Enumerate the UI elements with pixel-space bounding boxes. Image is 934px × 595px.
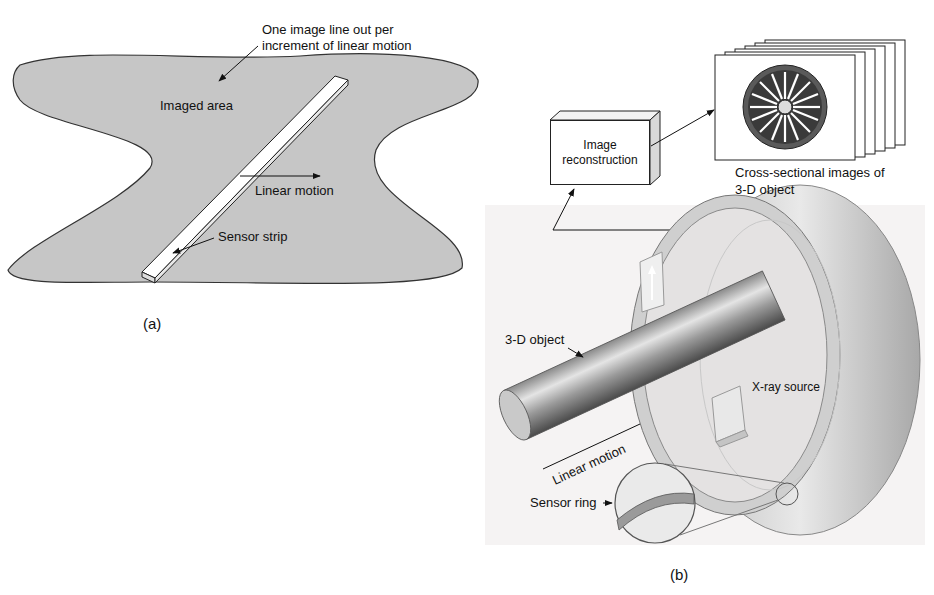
label-text: (a) <box>143 316 161 332</box>
x-ray-source-block <box>712 386 748 447</box>
box-label: Image reconstruction <box>557 138 643 168</box>
label-text: Linear motion <box>255 183 334 199</box>
image-stack-node: Cross-sectional images of 3-D object <box>715 50 905 202</box>
sensor-strip <box>142 76 348 283</box>
label-text: (b) <box>670 567 688 583</box>
box-depth <box>550 111 660 185</box>
motion-arrow <box>240 176 320 177</box>
detector-block <box>640 252 664 312</box>
leader-line <box>603 503 612 504</box>
label-text: X-ray source <box>752 379 820 395</box>
image-stack <box>715 40 905 160</box>
imaged-area <box>8 54 478 284</box>
process-box: Image reconstruction <box>550 120 650 185</box>
object-rod <box>493 271 785 445</box>
leader-line <box>568 348 583 357</box>
caption-text: Cross-sectional images of 3-D object <box>735 164 893 198</box>
label-text: Imaged area <box>160 98 233 114</box>
leader-line <box>173 238 214 253</box>
label-text: Sensor ring <box>530 495 596 511</box>
cross-section-wheel <box>743 65 827 149</box>
leader-line <box>219 46 258 81</box>
label-text: One image line out per increment of line… <box>262 22 440 54</box>
label-text: Sensor strip <box>218 229 287 245</box>
zoom-detail <box>615 463 798 543</box>
label-text: 3-D object <box>505 332 564 348</box>
connector-arrow <box>651 110 714 146</box>
